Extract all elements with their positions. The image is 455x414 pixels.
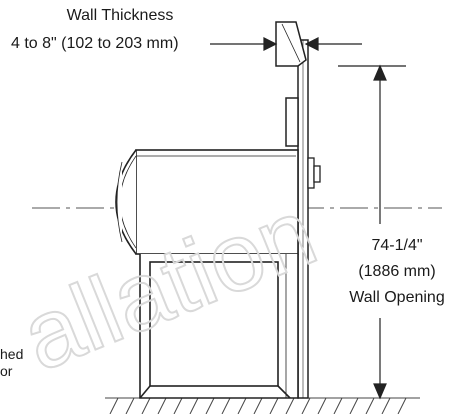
cut-off-label-2: or	[0, 363, 13, 379]
latch-bracket	[307, 157, 321, 189]
opening-height-mm: (1886 mm)	[358, 263, 436, 280]
top-trim	[275, 21, 307, 67]
opening-height-dimension	[338, 64, 406, 400]
wall-thickness-range: 4 to 8" (102 to 203 mm)	[11, 35, 179, 52]
control-panel	[285, 97, 299, 147]
wall	[297, 39, 309, 399]
cut-off-label-1: hed	[0, 346, 24, 362]
wall-thickness-dimension	[210, 37, 362, 51]
floor-hatch	[105, 397, 420, 414]
wall-thickness-title: Wall Thickness	[66, 7, 174, 24]
pedestal-base	[139, 254, 299, 399]
opening-caption: Wall Opening	[349, 289, 445, 306]
drum-body	[115, 149, 299, 255]
opening-height-inches: 74-1/4"	[371, 237, 423, 254]
